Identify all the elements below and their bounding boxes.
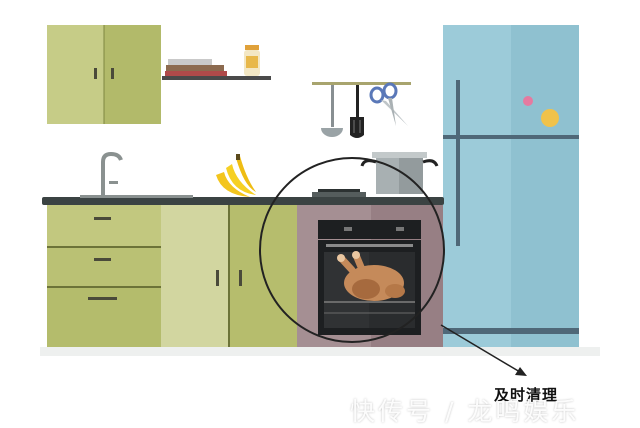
pointer-arrow [440, 324, 527, 376]
sink [80, 151, 193, 198]
cabinet-handle [111, 68, 114, 79]
oven-control-panel [318, 220, 421, 239]
oven-door-handle [326, 244, 413, 247]
cabinet-handle [94, 68, 97, 79]
pot-icon [360, 152, 439, 194]
drawer-handle [88, 297, 117, 300]
oven [297, 205, 443, 347]
book [168, 59, 212, 65]
magnet-icon [523, 96, 533, 106]
countertop [42, 197, 444, 205]
utensil-rail [312, 82, 411, 138]
highlight-circle [259, 157, 445, 343]
book [165, 71, 227, 76]
oven-knob [396, 227, 404, 231]
banana-icon [216, 154, 256, 197]
scissors-icon [369, 82, 408, 126]
spice-jar-icon [244, 45, 260, 76]
wall-shelf [162, 45, 271, 80]
ladle-icon [321, 85, 343, 137]
fridge-handle [456, 80, 460, 246]
oven-knob [344, 227, 352, 231]
faucet-icon [101, 151, 123, 195]
watermark-text: 快传号 / 龙鸣娱乐 [350, 397, 580, 426]
drawer-handle [94, 258, 111, 261]
book [166, 65, 224, 71]
lower-cabinets [47, 205, 297, 347]
cabinet-handle [239, 270, 242, 286]
floor-shadow [40, 347, 600, 356]
cabinet-handle [216, 270, 219, 286]
roast-chicken-icon [337, 251, 405, 301]
spatula-icon [350, 85, 364, 138]
stove-burner [312, 189, 366, 197]
caption-label: 及时清理 [494, 386, 559, 404]
upper-cabinet [47, 25, 161, 124]
magnet-icon [541, 109, 559, 127]
drawer-handle [94, 217, 111, 220]
refrigerator [443, 25, 579, 347]
